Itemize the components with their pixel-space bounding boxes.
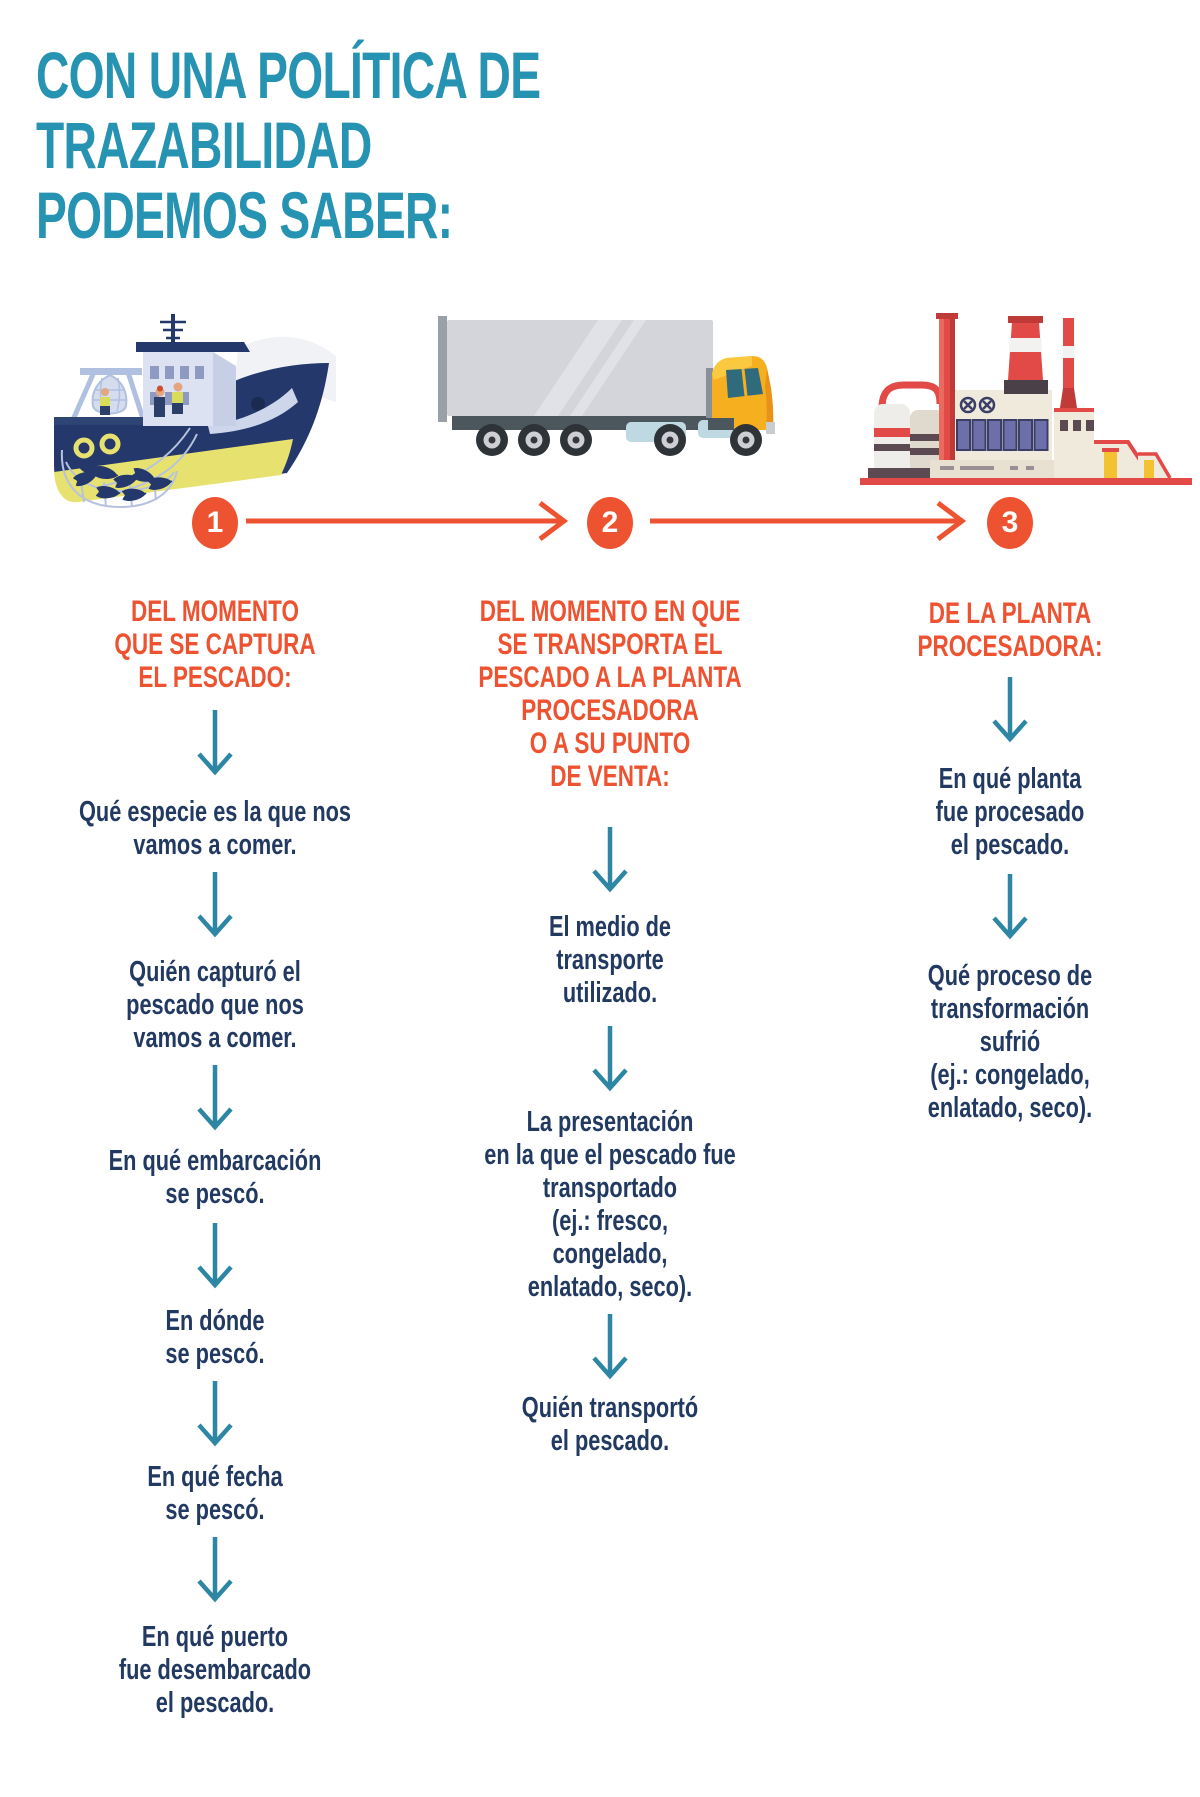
page-title: CON UNA POLÍTICA DE TRAZABILIDAD PODEMOS… — [36, 38, 541, 252]
down-arrow-icon — [592, 827, 628, 893]
cargo-truck-illustration — [430, 310, 788, 464]
step-3-item: En qué planta fue procesado el pescado. — [935, 763, 1085, 861]
vent-fan-icon — [959, 396, 996, 414]
cabin-group — [136, 314, 250, 426]
hull-group — [54, 363, 329, 503]
step-1-item: Quién capturó el pescado que nos vamos a… — [126, 956, 304, 1054]
annex-group — [930, 408, 1172, 480]
step-1-heading: DEL MOMENTO QUE SE CAPTURA EL PESCADO: — [114, 595, 316, 694]
ground-line — [860, 478, 1192, 485]
step-2-badge: 2 — [587, 497, 633, 549]
step-1-item: En qué fecha se pescó. — [147, 1461, 283, 1526]
net-group — [60, 427, 198, 509]
processing-plant-illustration — [860, 292, 1192, 490]
step-1-number: 1 — [206, 506, 224, 539]
down-arrow-icon — [197, 1537, 233, 1603]
cargo-truck-icon — [438, 316, 775, 456]
processing-plant-icon — [860, 313, 1192, 485]
trailer-group — [438, 316, 772, 442]
step-3-item: Qué proceso de transformación sufrió (ej… — [927, 960, 1093, 1124]
flow-arrow-2-3-icon — [650, 501, 967, 541]
tanks-group — [868, 381, 954, 478]
step-1-item: En qué puerto fue desembarcado el pescad… — [118, 1621, 312, 1719]
down-arrow-icon — [992, 874, 1028, 940]
down-arrow-icon — [197, 1065, 233, 1131]
step-1-item: En dónde se pescó. — [165, 1305, 265, 1370]
step-2-item: Quién transportó el pescado. — [521, 1392, 699, 1457]
step-2-heading: DEL MOMENTO EN QUE SE TRANSPORTA EL PESC… — [478, 595, 742, 793]
step-1-item: Qué especie es la que nos vamos a comer. — [79, 796, 351, 861]
down-arrow-icon — [197, 872, 233, 938]
fishing-boat-icon — [54, 314, 336, 509]
porthole-icon — [73, 437, 95, 459]
down-arrow-icon — [197, 710, 233, 776]
step-2-column: DEL MOMENTO EN QUE SE TRANSPORTA EL PESC… — [380, 595, 840, 1458]
chimneys-group — [936, 313, 1077, 478]
step-1-column: DEL MOMENTO QUE SE CAPTURA EL PESCADO: Q… — [5, 595, 425, 1720]
flow-arrow-1-2-icon — [246, 501, 569, 541]
step-3-badge: 3 — [987, 497, 1033, 549]
step-1-item: En qué embarcación se pescó. — [108, 1145, 322, 1210]
step-3-heading: DE LA PLANTA PROCESADORA: — [917, 597, 1103, 663]
step-3-number: 3 — [1001, 506, 1019, 539]
mast-icon — [160, 314, 186, 342]
step-2-item: El medio de transporte utilizado. — [548, 911, 672, 1009]
down-arrow-icon — [992, 677, 1028, 743]
step-3-column: DE LA PLANTA PROCESADORA: En qué planta … — [800, 597, 1200, 1125]
step-2-number: 2 — [601, 506, 619, 539]
fishing-boat-illustration — [40, 276, 336, 516]
porthole-icon — [99, 433, 121, 455]
down-arrow-icon — [592, 1026, 628, 1092]
wheels-group — [476, 424, 762, 456]
crew-group — [100, 382, 183, 417]
down-arrow-icon — [592, 1314, 628, 1380]
step-2-item: La presentación en la que el pescado fue… — [484, 1106, 736, 1303]
cab-group — [706, 356, 775, 434]
down-arrow-icon — [197, 1223, 233, 1289]
down-arrow-icon — [197, 1381, 233, 1447]
step-1-badge: 1 — [192, 497, 238, 549]
